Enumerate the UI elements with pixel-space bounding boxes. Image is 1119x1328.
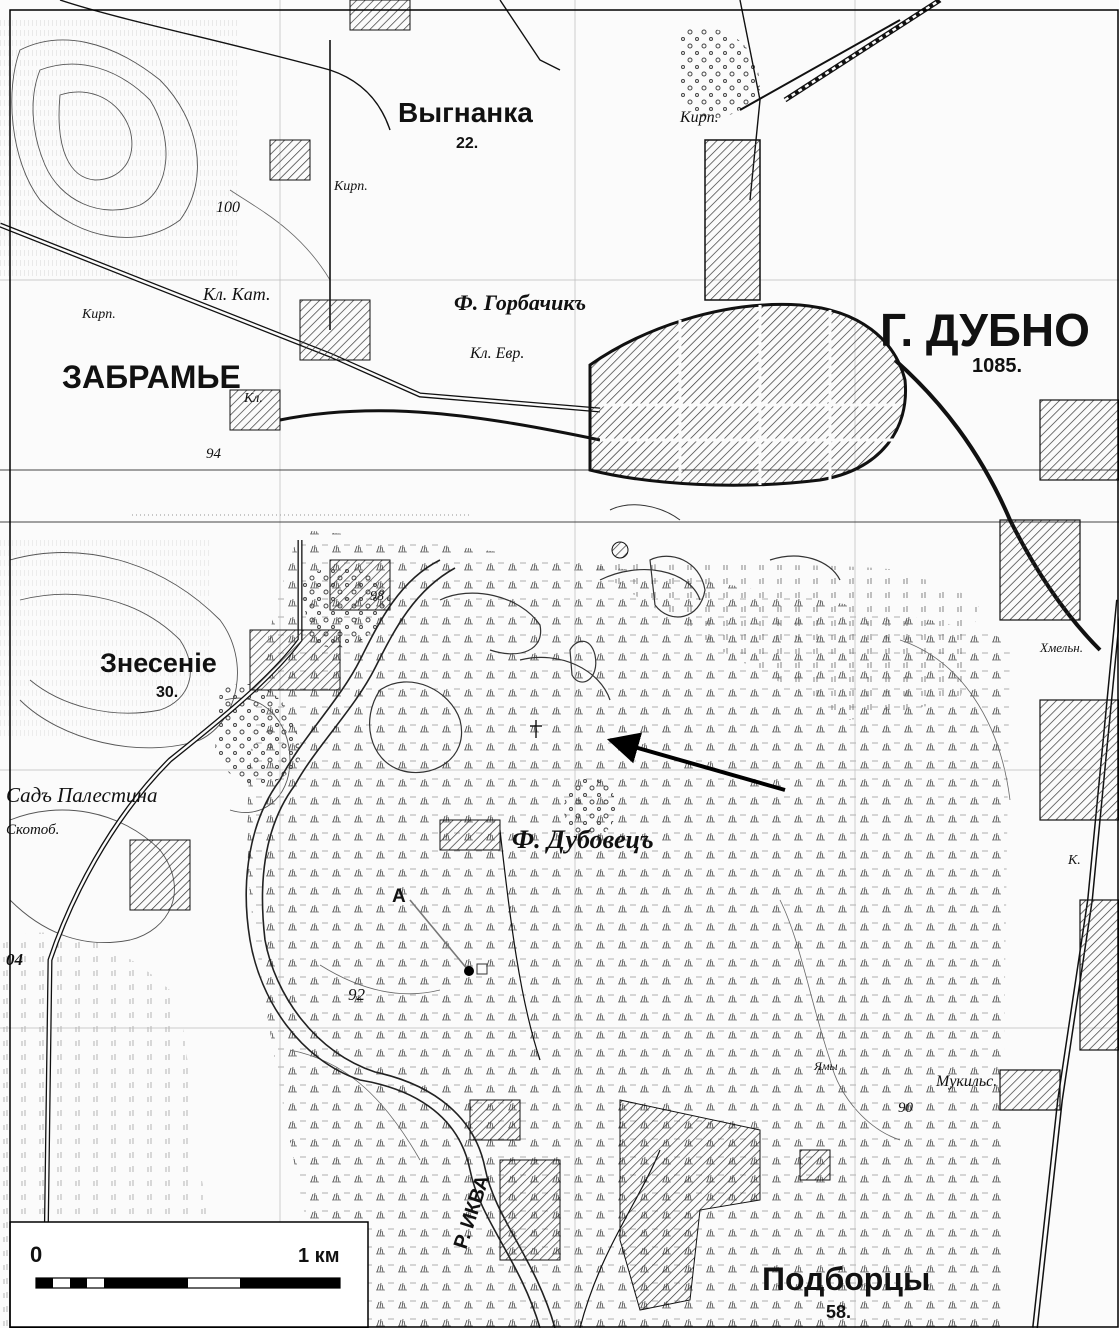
outskirts-blocks <box>999 399 1119 1111</box>
slope-hatch-topleft <box>0 20 240 280</box>
label-elev-98: 98 <box>370 589 384 604</box>
label-dubno: Г. ДУБНО <box>880 304 1090 356</box>
label-elev-94: 94 <box>206 446 222 462</box>
label-vyhnanka: Выгнанка <box>398 97 533 128</box>
backwaters <box>369 555 841 774</box>
label-sad-palestina: Садъ Палестина <box>6 783 157 807</box>
scale-bar-seg-2 <box>70 1278 87 1288</box>
label-podbortsy: Подборцы <box>762 1261 930 1297</box>
label-kl-kat: Кл. Кат. <box>202 284 270 304</box>
label-kl: Кл. <box>243 391 263 406</box>
marsh-areas <box>0 530 1010 1328</box>
label-kirp-mid: Кирп. <box>333 179 368 194</box>
label-znesenie: Знесеніе <box>100 648 217 678</box>
podbortsy-blocks <box>469 1099 831 1311</box>
label-elev-90: 90 <box>898 1100 914 1116</box>
label-vyhnanka-num: 22. <box>456 135 478 152</box>
label-kl-evr: Кл. Евр. <box>469 345 524 362</box>
label-yamy: Ямы <box>813 1059 838 1073</box>
label-zabramye: ЗАБРАМЬЕ <box>62 359 241 395</box>
label-k-right: К. <box>1067 853 1081 868</box>
scale-bar: 0 1 км <box>9 1221 369 1328</box>
scale-bar-box <box>9 1221 369 1328</box>
label-kirp-top: Кирп. <box>679 109 719 126</box>
scale-bar-seg-4 <box>240 1278 340 1288</box>
point-a-marker <box>409 899 488 976</box>
dubno-town <box>588 139 908 559</box>
ikva-river <box>245 559 556 1328</box>
label-kirp-left: Кирп. <box>81 307 116 322</box>
label-znesenie-num: 30. <box>156 684 178 701</box>
scale-bar-start-label: 0 <box>30 1242 42 1267</box>
label-podbortsy-num: 58. <box>826 1302 851 1322</box>
label-mukilns: Мукильс. <box>935 1073 997 1090</box>
label-f-gorbachik: Ф. Горбачикъ <box>454 290 586 315</box>
scale-bar-seg-3 <box>104 1278 188 1288</box>
railway <box>783 0 942 103</box>
scale-bar-end-label: 1 км <box>298 1245 339 1267</box>
label-point-a: A <box>392 886 406 907</box>
sheet-junction <box>0 469 1119 523</box>
label-f-dubovets: Ф. Дубовецъ <box>512 825 654 854</box>
pointer-arrow <box>606 732 786 792</box>
label-khmelno: Хмельн. <box>1039 640 1083 655</box>
label-elev-04: 04 <box>6 950 23 969</box>
slope-hatch-midleft <box>0 540 210 740</box>
label-skotob: Скотоб. <box>6 822 59 838</box>
label-elev-100: 100 <box>216 199 240 216</box>
label-elev-92: 92 <box>348 985 366 1004</box>
cross-icon <box>530 720 542 738</box>
village-blocks <box>129 0 501 911</box>
map-frame <box>9 9 1119 1328</box>
label-dubno-num: 1085. <box>972 355 1022 377</box>
scale-bar-seg-1 <box>36 1278 53 1288</box>
